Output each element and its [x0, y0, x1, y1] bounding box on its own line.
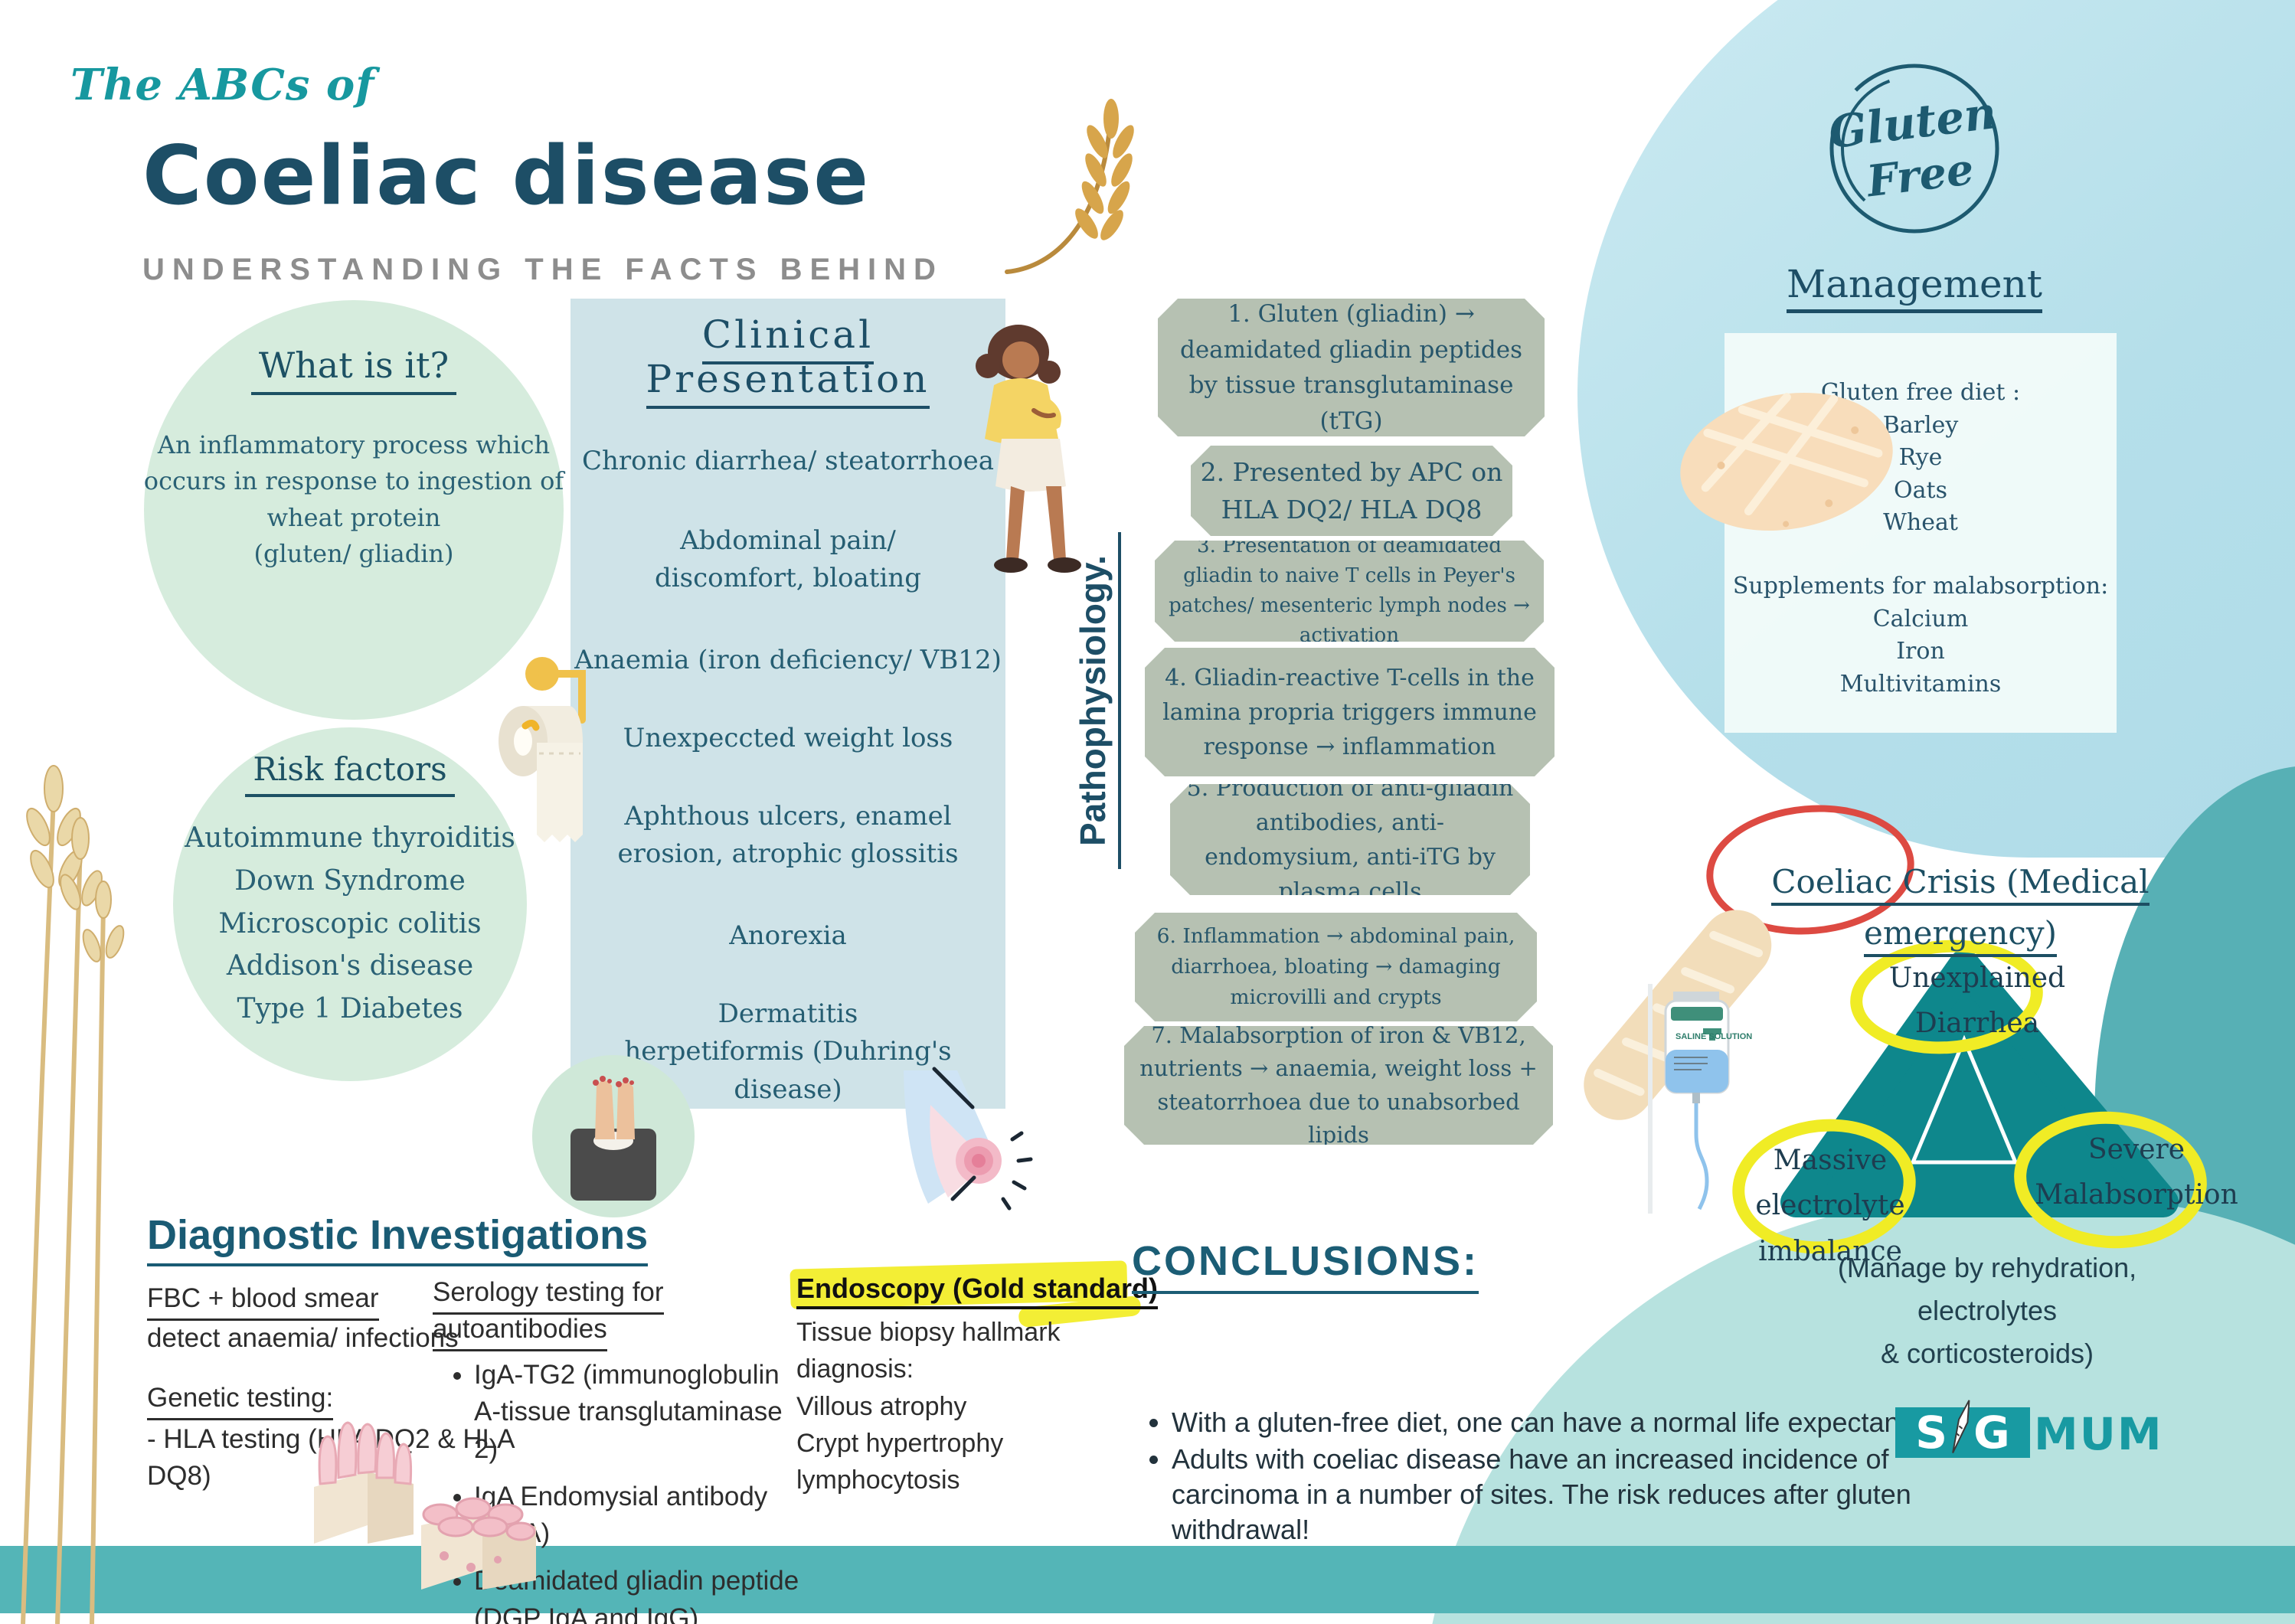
- footer-band: [0, 1546, 2295, 1613]
- fbc-desc: detect anaemia/ infections: [147, 1323, 459, 1353]
- risk-factors-circle: Risk factors Autoimmune thyroiditis Down…: [173, 727, 527, 1081]
- crisis-management-note: (Manage by rehydration, electrolytes & c…: [1784, 1247, 2190, 1374]
- diet-item: Rye: [1898, 444, 1943, 472]
- crisis-note-line2: & corticosteroids): [1880, 1337, 2094, 1369]
- pretitle: The ABCs of: [70, 60, 375, 110]
- clinical-item: Abdominal pain/ discomfort, bloating: [654, 525, 921, 594]
- what-is-it-heading: What is it?: [250, 345, 457, 395]
- clinical-panel: [570, 299, 1005, 1109]
- woman-illustration: [976, 325, 1081, 573]
- crisis-left-label: Massive electrolyte imbalance: [1715, 1138, 1945, 1274]
- what-is-it-line: (gluten/ gliadin): [253, 539, 454, 569]
- risk-item: Microscopic colitis: [218, 907, 482, 939]
- crisis-left-line1: Massive electrolyte: [1755, 1145, 1905, 1222]
- risk-factors-list: Autoimmune thyroiditis Down Syndrome Mic…: [185, 817, 515, 1031]
- endoscopy-line: Tissue biopsy hallmark: [796, 1318, 1061, 1347]
- endoscopy-line: diagnosis:: [796, 1354, 914, 1384]
- wheat-ear-icon: [1005, 99, 1134, 274]
- serology-item: IgA-TG2 (immunoglobulin A-tissue transgl…: [474, 1357, 800, 1468]
- risk-item: Type 1 Diabetes: [237, 993, 463, 1025]
- genetic-desc-line2: DQ8): [147, 1461, 211, 1491]
- serology-title-line2: autoantibodies: [433, 1311, 607, 1352]
- toilet-paper-icon: [499, 657, 586, 842]
- endoscopy-line: lymphocytosis: [796, 1466, 960, 1495]
- crisis-right-line1: Severe: [2087, 1134, 2185, 1165]
- risk-factors-heading: Risk factors: [245, 750, 455, 797]
- fbc-title: FBC + blood smear: [147, 1280, 379, 1322]
- iv-drip-icon: SALINE SOLUTION: [1648, 984, 1752, 1214]
- scalpel-icon: [1952, 1400, 1970, 1454]
- what-is-it-circle: What is it? An inflammatory process whic…: [144, 300, 564, 720]
- bread-bun-icon: [1680, 392, 1893, 531]
- serology-title-line1: Serology testing for: [433, 1274, 664, 1315]
- patho-step-7: 7. Malabsorption of iron & VB12, nutrien…: [1124, 1026, 1553, 1145]
- crisis-note-line1: (Manage by rehydration, electrolytes: [1837, 1252, 2137, 1326]
- clinical-item: Anorexia: [729, 920, 847, 951]
- crisis-heading: Coeliac Crisis (Medical emergency): [1746, 856, 2175, 959]
- sigmum-letter-g: G: [1973, 1407, 2010, 1459]
- gluten-free-logo-word1: Gluten: [1826, 87, 1999, 158]
- what-is-it-line: wheat protein: [266, 502, 441, 532]
- gluten-free-logo: Gluten Free: [1826, 64, 1999, 234]
- clinical-item: Unexpeccted weight loss: [623, 723, 953, 753]
- page-subtitle: UNDERSTANDING THE FACTS BEHIND: [142, 253, 943, 286]
- crisis-left-line2: imbalance: [1758, 1235, 1902, 1267]
- genetic-title: Genetic testing:: [147, 1380, 334, 1421]
- supplement-item: Iron: [1896, 638, 1945, 665]
- what-is-it-body: An inflammatory process which occurs in …: [144, 427, 564, 572]
- clinical-item: Aphthous ulcers, enamel erosion, atrophi…: [617, 801, 959, 870]
- villi-illustration: [314, 1421, 536, 1590]
- clinical-item: Chronic diarrhea/ steatorrhoea: [581, 446, 995, 476]
- patho-step-5: 5. Production of anti-gliadin antibodies…: [1170, 784, 1530, 895]
- saline-label: SALINE SOLUTION: [1675, 1032, 1752, 1041]
- diet-item: Oats: [1894, 476, 1947, 504]
- endoscopy-line: Crypt hypertrophy: [796, 1428, 1004, 1458]
- crisis-heading-line2: emergency): [1863, 914, 2058, 958]
- risk-item: Addison's disease: [226, 950, 474, 982]
- sigmum-logo-box: S G: [1895, 1400, 2030, 1459]
- patho-step-4: 4. Gliadin-reactive T-cells in the lamin…: [1145, 648, 1555, 776]
- page-title: Coeliac disease: [142, 129, 871, 223]
- conclusions-heading: CONCLUSIONS:: [1132, 1237, 1479, 1294]
- supplement-item: Calcium: [1872, 605, 1969, 632]
- endoscopy-title: Endoscopy (Gold standard): [796, 1273, 1159, 1309]
- crisis-top-line1: Unexplained: [1888, 962, 2066, 994]
- patho-step-3: 3. Presentation of deamidated gliadin to…: [1155, 541, 1544, 642]
- crisis-triangle: [1780, 949, 2179, 1217]
- clinical-heading: Clinical Presentation: [570, 312, 1005, 409]
- conclusion-item: Adults with coeliac disease have an incr…: [1172, 1442, 1983, 1547]
- conclusion-item: With a gluten-free diet, one can have a …: [1172, 1405, 1983, 1440]
- crisis-right-line2: Malabsorption: [2035, 1179, 2238, 1211]
- what-is-it-line: occurs in response to ingestion of: [143, 466, 564, 496]
- wheat-stalks-icon: [21, 765, 125, 1624]
- clinical-item: Dermatitis herpetiformis (Duhring's dise…: [624, 998, 952, 1105]
- sigmum-letter-s: S: [1915, 1407, 1948, 1459]
- diet-item: Wheat: [1883, 509, 1958, 537]
- diet-item: Barley: [1882, 411, 1959, 439]
- crisis-top-line2: Diarrhea: [1914, 1008, 2040, 1040]
- crisis-right-label: Severe Malabsorption: [2022, 1127, 2251, 1218]
- what-is-it-line: An inflammatory process which: [157, 430, 551, 459]
- supplement-item: Multivitamins: [1839, 670, 2002, 698]
- sigmum-logo-text: MUM: [2034, 1408, 2163, 1460]
- patho-step-6: 6. Inflammation → abdominal pain, diarrh…: [1135, 913, 1537, 1021]
- gluten-free-logo-word2: Free: [1862, 144, 1976, 207]
- supplements-title: Supplements for malabsorption:: [1732, 572, 2109, 600]
- patho-step-1: 1. Gluten (gliadin) → deamidated gliadin…: [1158, 299, 1545, 436]
- risk-item: Autoimmune thyroiditis: [185, 822, 515, 854]
- diet-title: Gluten free diet :: [1820, 379, 2021, 406]
- endoscopy-line: Villous atrophy: [796, 1391, 967, 1421]
- clinical-item: Anaemia (iron deficiency/ VB12): [574, 645, 1002, 675]
- elbow-rash-icon: [904, 1067, 1033, 1211]
- patho-step-2: 2. Presented by APC on HLA DQ2/ HLA DQ8: [1191, 446, 1512, 536]
- weighing-scale-graphic: [570, 1076, 656, 1201]
- management-heading: Management: [1754, 262, 2075, 313]
- endoscopy-lines: Tissue biopsy hallmark diagnosis: Villou…: [796, 1314, 1103, 1498]
- risk-item: Down Syndrome: [234, 864, 466, 897]
- conclusions-list: With a gluten-free diet, one can have a …: [1141, 1405, 1983, 1549]
- crisis-top-label: Unexplained Diarrhea: [1862, 956, 2092, 1047]
- management-text: Gluten free diet : Barley Rye Oats Wheat…: [1725, 377, 2117, 701]
- crisis-heading-line1: Coeliac Crisis (Medical: [1771, 863, 2150, 906]
- diagnostics-heading: Diagnostic Investigations: [147, 1211, 649, 1266]
